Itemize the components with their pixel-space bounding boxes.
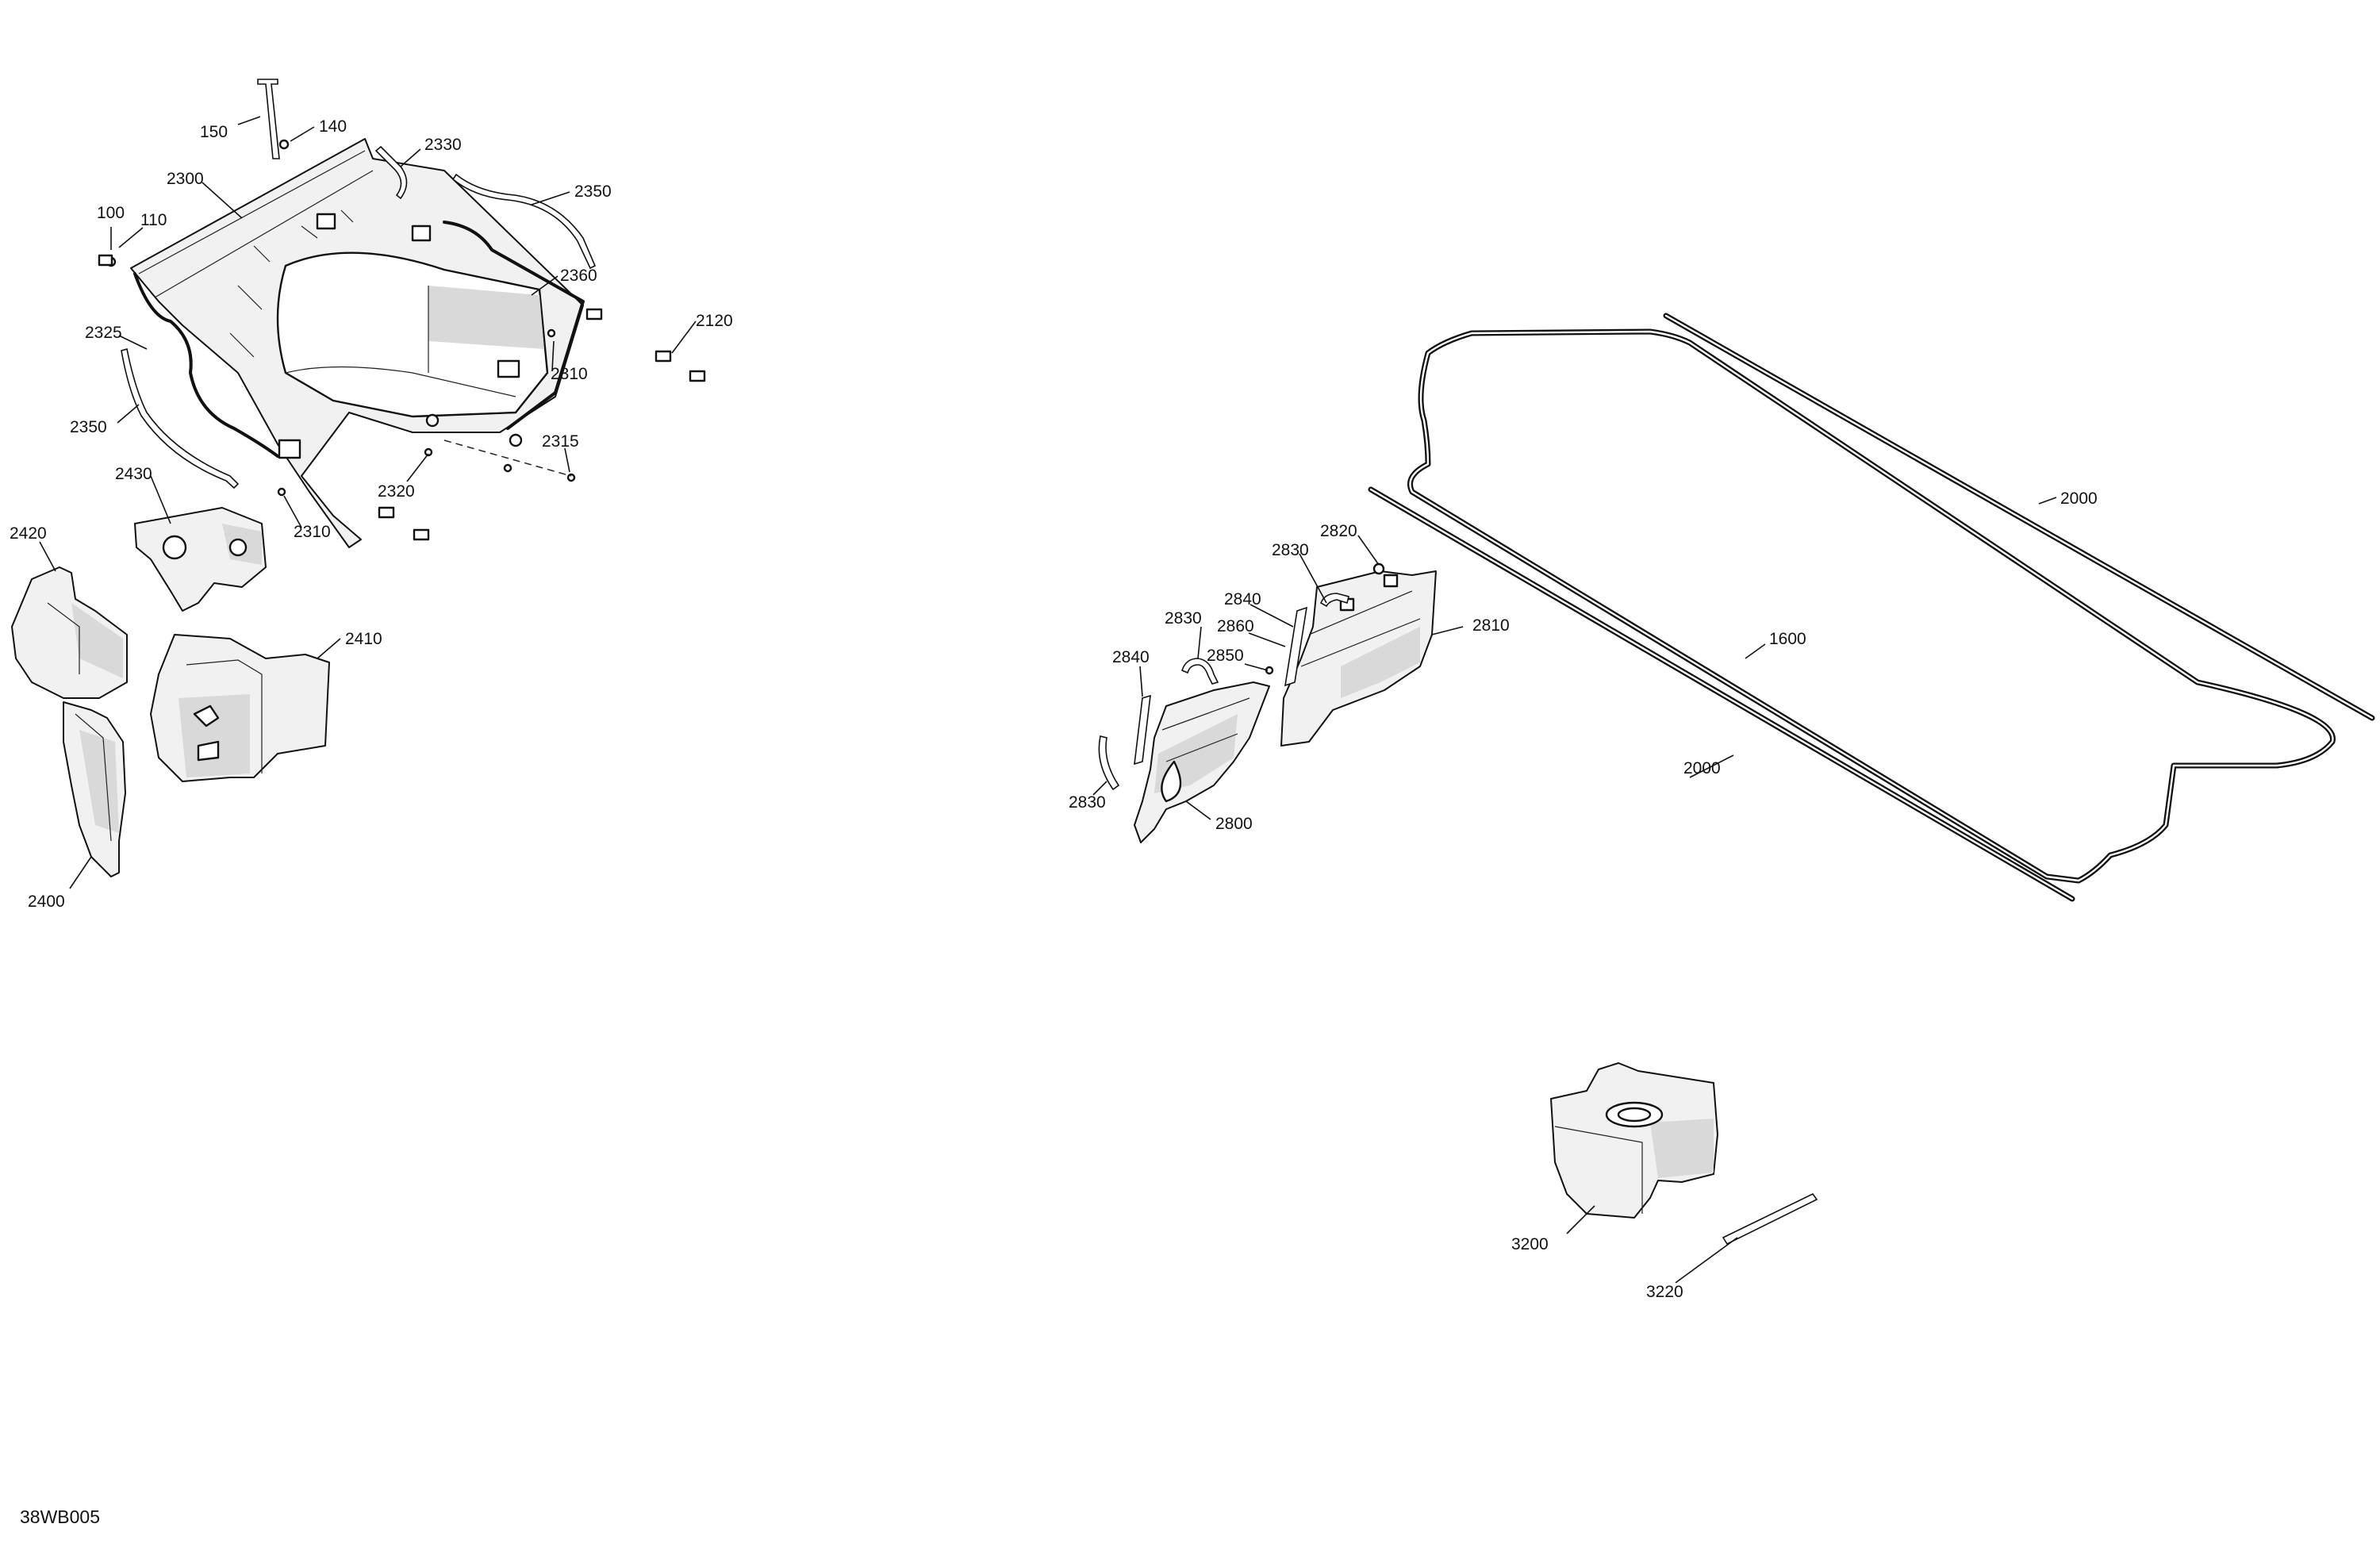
callout-2820: 2820: [1320, 522, 1357, 540]
duct-2420: [11, 566, 128, 699]
callout-2320: 2320: [378, 482, 415, 501]
leader-lines: [39, 116, 2057, 1284]
callout-2120: 2120: [696, 312, 733, 330]
callout-140: 140: [319, 117, 347, 136]
callout-2410: 2410: [345, 630, 382, 648]
callout-2420: 2420: [10, 524, 47, 543]
steering-column-rod: [257, 79, 290, 159]
callout-2310-upper: 2310: [551, 365, 588, 383]
callout-2840-lower: 2840: [1112, 648, 1150, 666]
seal-rectangle-1600: [1407, 328, 2336, 884]
trim-strip-2330: [374, 145, 408, 200]
callout-2360: 2360: [560, 267, 597, 285]
callout-2310-lower: 2310: [294, 523, 331, 541]
strap-3220: [1722, 1192, 1818, 1246]
callout-2350-upper: 2350: [574, 182, 612, 201]
edge-trim-seal: [133, 221, 585, 458]
callout-2800: 2800: [1215, 815, 1253, 833]
callout-2430: 2430: [115, 465, 152, 483]
seal-strip-2000-upper: [1663, 313, 2375, 721]
callout-2350-lower: 2350: [70, 418, 107, 436]
storage-container-3200: [1550, 1062, 1718, 1219]
callout-2850: 2850: [1207, 647, 1244, 665]
callout-3220: 3220: [1646, 1283, 1683, 1301]
callout-2830-lower: 2830: [1069, 793, 1106, 812]
straps-rods-2830-2860: [1098, 562, 1385, 791]
callout-2400: 2400: [28, 892, 65, 911]
side-panel-2800: [1134, 681, 1270, 843]
callout-2330: 2330: [424, 136, 462, 154]
dashboard-panel: [130, 138, 584, 548]
callout-2810: 2810: [1472, 616, 1510, 635]
callout-2830-middle: 2830: [1165, 609, 1202, 628]
diagram-id-label: 38WB005: [20, 1507, 100, 1527]
duct-2430: [134, 507, 267, 612]
clips-small: [98, 254, 706, 541]
callout-2860: 2860: [1217, 617, 1254, 635]
hose-lower: [121, 347, 240, 489]
hose-upper: [451, 173, 597, 270]
callout-2830-upper: 2830: [1272, 541, 1309, 559]
duct-2410: [150, 634, 330, 782]
seal-strip-2000-lower: [1368, 486, 2075, 902]
callout-2000-upper: 2000: [2060, 489, 2098, 508]
callout-labels: 150 140 2330 2300 2350 100 110 2360 2120…: [10, 117, 2098, 1301]
callout-2315: 2315: [542, 432, 579, 451]
callout-2325: 2325: [85, 324, 122, 342]
side-panel-2810: [1280, 570, 1437, 747]
callout-150: 150: [200, 123, 228, 141]
callout-3200: 3200: [1511, 1235, 1549, 1253]
duct-2400: [63, 701, 126, 877]
callout-1600: 1600: [1769, 630, 1806, 648]
callout-2000-lower: 2000: [1683, 759, 1721, 777]
callout-2840-upper: 2840: [1224, 590, 1261, 608]
callout-110: 110: [140, 211, 167, 229]
callout-2300: 2300: [167, 170, 204, 188]
callout-100: 100: [97, 204, 125, 222]
